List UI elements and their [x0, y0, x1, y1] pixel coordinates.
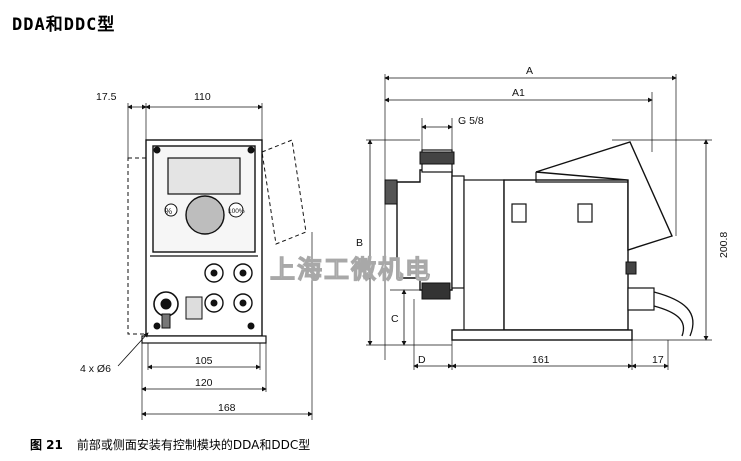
keypad-left	[164, 203, 178, 217]
flange	[451, 175, 465, 289]
figure-caption-text: 前部或侧面安装有控制模块的DDA和DDC型	[76, 438, 311, 452]
label-plate	[185, 296, 203, 320]
figure-number: 图 21	[30, 438, 63, 452]
top-valve-nut	[419, 151, 455, 165]
dashed-outline-left	[127, 157, 147, 335]
dim-161: 161	[532, 354, 550, 366]
motor-neck	[463, 179, 505, 331]
base-plate-front	[141, 335, 267, 344]
dim-c: C	[391, 313, 399, 325]
dim-g: G 5/8	[458, 115, 484, 127]
figure-caption: 图 21 前部或侧面安装有控制模块的DDA和DDC型	[30, 436, 310, 453]
base-plate-side	[451, 329, 633, 341]
bottom-valve-nut	[421, 282, 451, 300]
dim-d: D	[418, 354, 426, 366]
dim-a1: A1	[512, 87, 525, 99]
dim-left-offset: 17.5	[96, 91, 117, 103]
dosing-head	[396, 169, 453, 291]
keypad-left-label: %	[165, 207, 172, 216]
power-cable	[653, 291, 694, 337]
dim-hole: 4 x Ø6	[80, 363, 111, 375]
pump-body-side	[503, 179, 629, 331]
dim-a: A	[526, 65, 533, 77]
dim-top-width: 110	[194, 91, 211, 103]
side-view	[366, 74, 712, 370]
cable-stub	[161, 313, 171, 329]
tilted-module-outline	[261, 139, 307, 245]
dim-b: B	[356, 237, 363, 249]
cable-plug	[627, 287, 655, 311]
dim-base-total: 168	[218, 402, 236, 414]
page-title: DDA和DDC型	[12, 15, 116, 35]
dim-base-inner: 105	[195, 355, 213, 367]
dim-17: 17	[652, 354, 664, 366]
keypad-right-label: 100%	[228, 208, 245, 215]
control-knob	[185, 195, 225, 235]
control-module-side	[535, 141, 673, 251]
dim-200-8: 200.8	[718, 232, 730, 258]
watermark: 上海工微机电	[270, 255, 432, 284]
display-screen	[167, 157, 241, 195]
dim-base-mid: 120	[195, 377, 213, 389]
vent-knob	[384, 179, 398, 205]
keypad-right	[228, 202, 244, 218]
side-connector	[625, 261, 637, 275]
front-view	[117, 103, 313, 420]
